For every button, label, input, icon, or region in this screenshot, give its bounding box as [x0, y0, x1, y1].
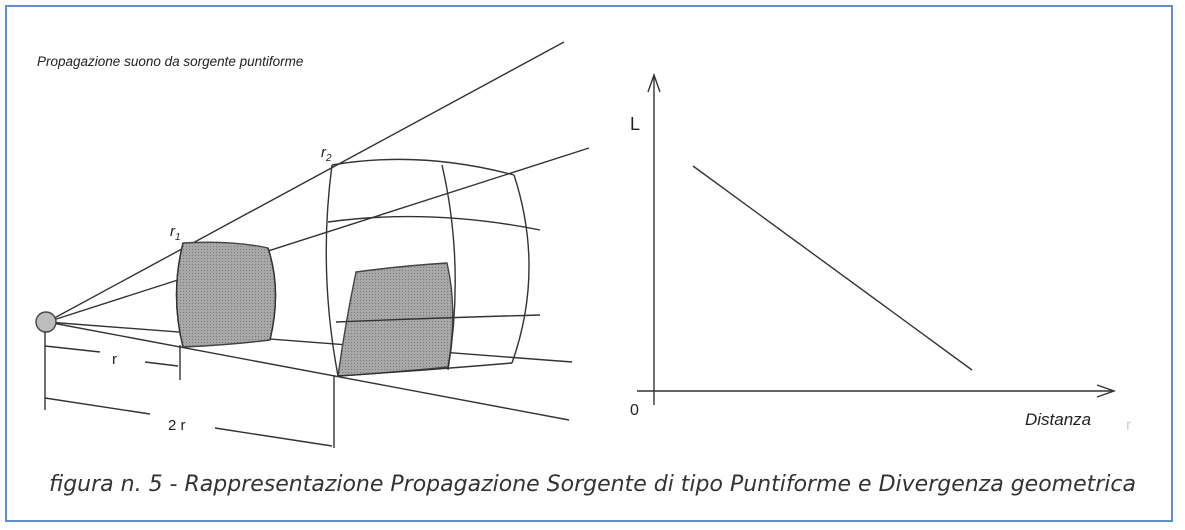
level-distance-graph — [637, 72, 1117, 405]
dim-line-r-right — [144, 361, 179, 367]
diagram-title: Propagazione suono da sorgente puntiform… — [37, 54, 303, 69]
wavefront-r2 — [325, 164, 339, 377]
two-r-dimension-label: 2 r — [168, 417, 186, 434]
ray-4 — [46, 321, 570, 421]
ray-3 — [46, 321, 573, 363]
propagation-diagram — [35, 41, 590, 448]
level-decrease-line — [692, 165, 973, 371]
faint-r-label: r — [1126, 417, 1132, 434]
y-axis-arrow — [647, 72, 661, 93]
grid-line-low — [335, 314, 541, 323]
dim-line-r-left — [44, 345, 101, 353]
grid-line-mid — [327, 215, 541, 231]
x-axis-arrow — [1096, 384, 1117, 398]
ray-1 — [46, 41, 565, 323]
point-source — [35, 311, 57, 333]
origin-label: 0 — [630, 402, 639, 419]
wavefront-far — [511, 174, 530, 364]
top-edge-curve — [331, 158, 515, 176]
r2-label: r2 — [321, 144, 332, 164]
y-axis-label: L — [630, 114, 640, 134]
shaded-patch-r1 — [175, 241, 277, 348]
bottom-edge-curve — [337, 362, 513, 377]
dim-line-2r-left — [44, 397, 151, 415]
dim-line-2r-right — [214, 427, 333, 447]
figure-caption: figura n. 5 - Rappresentazione Propagazi… — [49, 472, 1136, 497]
x-axis-label: Distanza — [1025, 410, 1091, 429]
r-dimension-label: r — [112, 351, 117, 368]
wavefront-r1-inner — [267, 247, 277, 341]
wavefront-r1 — [175, 242, 184, 348]
r1-label: r1 — [170, 223, 181, 243]
ray-2 — [46, 147, 590, 323]
wavefront-mid — [441, 164, 456, 371]
